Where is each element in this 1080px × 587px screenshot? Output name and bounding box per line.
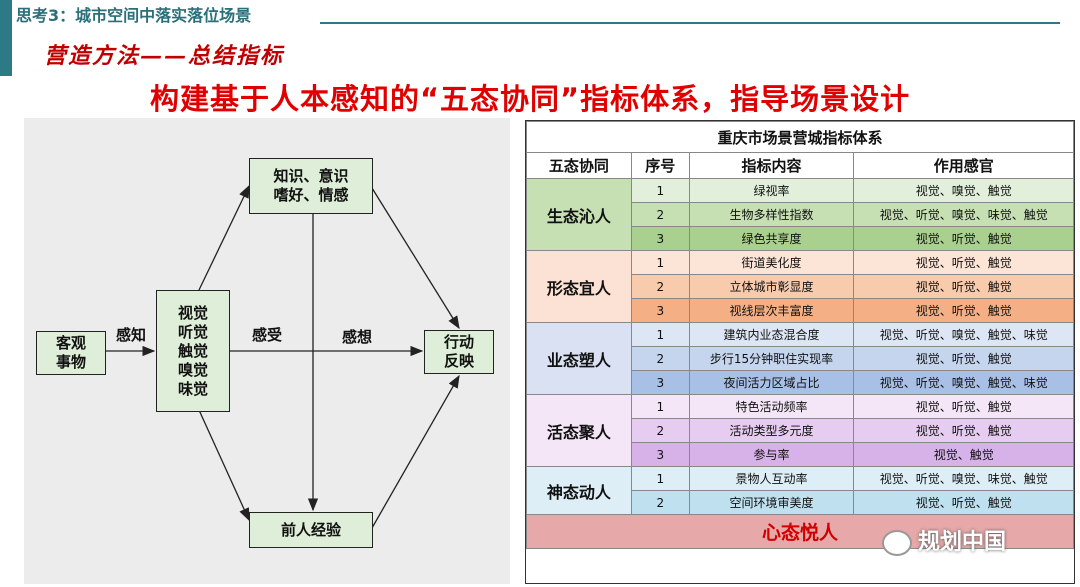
label-feel: 感受 — [252, 326, 283, 344]
number-cell: 2 — [630, 346, 690, 371]
headline: 构建基于人本感知的“五态协同”指标体系，指导场景设计 — [150, 82, 911, 116]
group-name-cell: 神态动人 — [526, 466, 632, 515]
label-perceive: 感知 — [116, 326, 147, 344]
watermark: 规划中国 — [882, 524, 1006, 556]
arrow-senses-experience — [189, 397, 250, 522]
indicator-cell: 立体城市彰显度 — [688, 274, 855, 299]
indicator-cell: 特色活动频率 — [688, 394, 855, 419]
arrow-knowledge-action — [371, 187, 460, 330]
senses-cell: 视觉、听觉、触觉 — [853, 274, 1074, 299]
indicator-cell: 景物人互动率 — [688, 466, 855, 491]
number-cell: 3 — [630, 370, 690, 395]
number-cell: 2 — [630, 274, 690, 299]
senses-cell: 视觉、听觉、触觉 — [853, 394, 1074, 419]
arrow-experience-action — [371, 374, 460, 529]
header-dimension: 五态协同 — [526, 152, 632, 179]
number-cell: 1 — [630, 250, 690, 275]
senses-cell: 视觉、听觉、嗅觉、触觉、味觉 — [853, 370, 1074, 395]
method-title: 营造方法——总结指标 — [44, 43, 285, 69]
number-cell: 1 — [630, 178, 690, 203]
table-header-row: 五态协同 序号 指标内容 作用感官 — [526, 152, 1074, 179]
watermark-text: 规划中国 — [918, 530, 1007, 555]
group-name-cell: 业态塑人 — [526, 322, 632, 395]
perception-diagram: 客观 事物 视觉 听觉 触觉 嗅觉 味觉 知识、意识 嗜好、情感 行动 反映 前… — [24, 118, 510, 584]
node-action: 行动 反映 — [424, 330, 494, 374]
node-experience-text: 前人经验 — [280, 520, 341, 539]
senses-cell: 视觉、嗅觉、触觉 — [853, 178, 1074, 203]
group-name-cell: 形态宜人 — [526, 250, 632, 323]
indicator-cell: 活动类型多元度 — [688, 418, 855, 443]
senses-cell: 视觉、听觉、嗅觉、触觉、味觉 — [853, 322, 1074, 347]
senses-cell: 视觉、触觉 — [853, 442, 1074, 467]
senses-cell: 视觉、听觉、触觉 — [853, 490, 1074, 515]
number-cell: 2 — [630, 418, 690, 443]
senses-cell: 视觉、听觉、触觉 — [853, 418, 1074, 443]
number-cell: 3 — [630, 298, 690, 323]
table-title: 重庆市场景营城指标体系 — [526, 121, 1074, 153]
senses-cell: 视觉、听觉、嗅觉、味觉、触觉 — [853, 202, 1074, 227]
number-cell: 1 — [630, 466, 690, 491]
indicator-cell: 参与率 — [688, 442, 855, 467]
node-objects: 客观 事物 — [36, 331, 106, 375]
label-think: 感想 — [342, 328, 373, 346]
number-cell: 1 — [630, 394, 690, 419]
arrow-senses-knowledge — [189, 184, 250, 303]
header-number: 序号 — [630, 152, 690, 179]
number-cell: 3 — [630, 226, 690, 251]
header-accent-bar — [0, 0, 12, 76]
senses-cell: 视觉、听觉、嗅觉、味觉、触觉 — [853, 466, 1074, 491]
senses-cell: 视觉、听觉、触觉 — [853, 226, 1074, 251]
senses-cell: 视觉、听觉、触觉 — [853, 250, 1074, 275]
wechat-icon — [882, 530, 912, 556]
number-cell: 3 — [630, 442, 690, 467]
header-senses: 作用感官 — [853, 152, 1074, 179]
node-senses: 视觉 听觉 触觉 嗅觉 味觉 — [156, 290, 230, 412]
diagram-arrows — [105, 184, 460, 529]
node-experience: 前人经验 — [249, 512, 373, 548]
footer-row: 心态悦人 — [526, 514, 1074, 549]
slide-header: 思考3：城市空间中落实落位场景 — [0, 0, 1080, 76]
indicator-cell: 步行15分钟职住实现率 — [688, 346, 855, 371]
senses-cell: 视觉、听觉、触觉 — [853, 346, 1074, 371]
number-cell: 2 — [630, 202, 690, 227]
indicator-cell: 街道美化度 — [688, 250, 855, 275]
number-cell: 2 — [630, 490, 690, 515]
indicator-cell: 夜间活力区域占比 — [688, 370, 855, 395]
indicator-cell: 空间环境审美度 — [688, 490, 855, 515]
node-knowledge-text: 知识、意识 嗜好、情感 — [273, 167, 349, 204]
group-name-cell: 生态沁人 — [526, 178, 632, 251]
node-objects-text: 客观 事物 — [55, 334, 86, 371]
node-action-text: 行动 反映 — [443, 333, 474, 370]
number-cell: 1 — [630, 322, 690, 347]
indicator-cell: 绿色共享度 — [688, 226, 855, 251]
group-name-cell: 活态聚人 — [526, 394, 632, 467]
indicator-cell: 视线层次丰富度 — [688, 298, 855, 323]
header-indicator: 指标内容 — [688, 152, 855, 179]
node-senses-text: 视觉 听觉 触觉 嗅觉 味觉 — [177, 303, 208, 398]
senses-cell: 视觉、听觉、触觉 — [853, 298, 1074, 323]
indicator-cell: 生物多样性指数 — [688, 202, 855, 227]
indicator-cell: 建筑内业态混合度 — [688, 322, 855, 347]
indicator-cell: 绿视率 — [688, 178, 855, 203]
header-rule — [320, 22, 1060, 24]
node-knowledge: 知识、意识 嗜好、情感 — [249, 158, 373, 214]
header-title: 思考3：城市空间中落实落位场景 — [16, 6, 252, 25]
